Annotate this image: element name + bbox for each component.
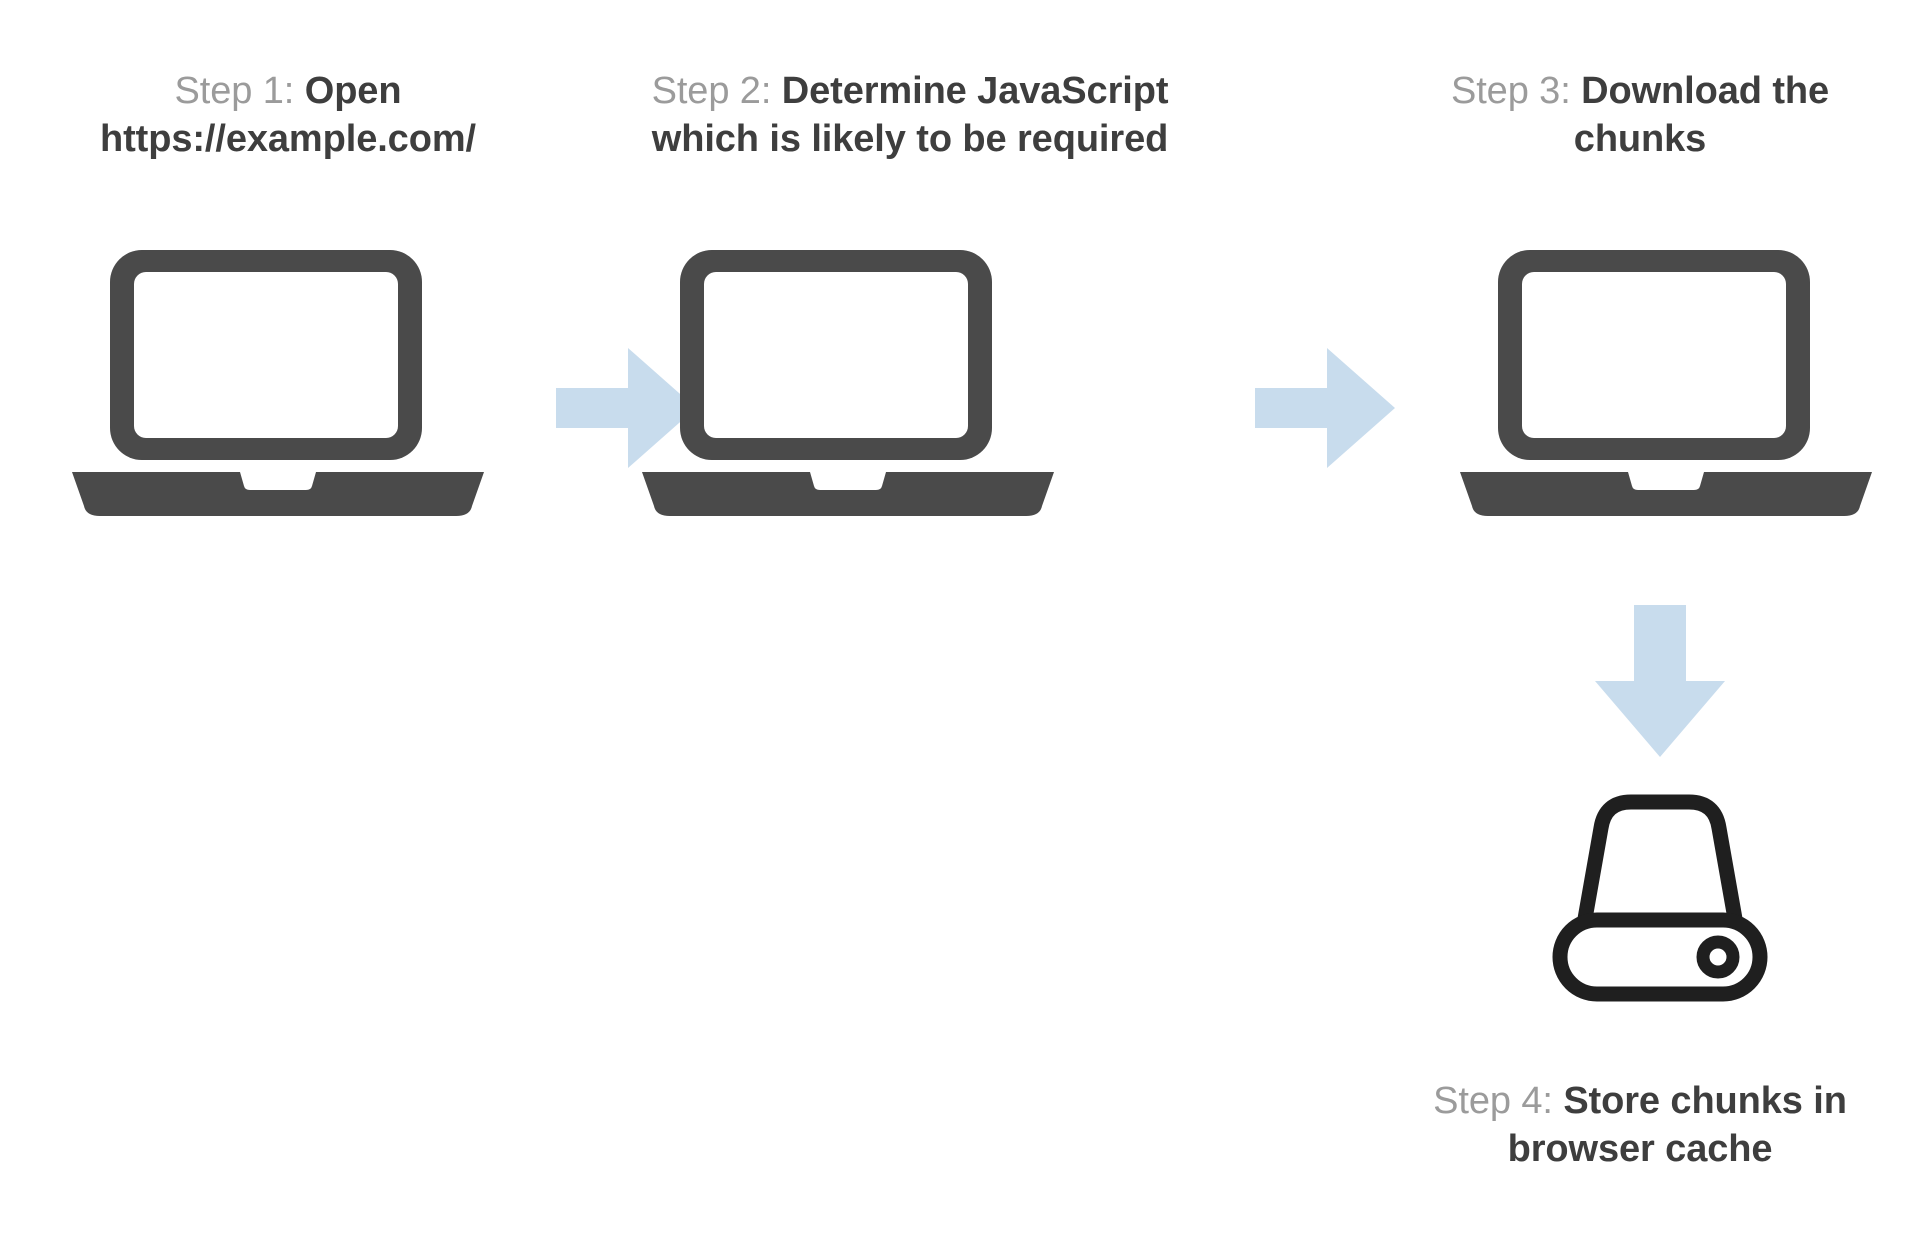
- step-4-caption: Step 4: Store chunks in browser cache: [1380, 1078, 1900, 1174]
- arrow-down-step3-to-step4: [1595, 605, 1725, 757]
- step-3-lead-label: Step 3:: [1450, 70, 1582, 112]
- step-2-caption: Step 2: Determine JavaScript which is li…: [630, 68, 1190, 164]
- laptop-icon-step-3: [1456, 250, 1876, 570]
- step-1-caption: Step 1: Open https://example.com/: [28, 68, 548, 164]
- arrow-right-step1-to-step2: [556, 348, 696, 468]
- step-1-lead-label: Step 1:: [174, 70, 305, 112]
- laptop-icon-step-2: [638, 250, 1058, 570]
- step-3-emphasis-label: Download the chunks: [1573, 70, 1830, 160]
- step-4-emphasis-label: Store chunks in browser cache: [1507, 1080, 1847, 1170]
- step-1-emphasis-label: Open https://example.com/: [100, 70, 476, 160]
- step-2-emphasis-label: Determine JavaScript which is likely to …: [651, 70, 1169, 160]
- step-3-caption: Step 3: Download the chunks: [1380, 68, 1900, 164]
- arrow-right-step2-to-step3: [1255, 348, 1395, 468]
- step-4-lead-label: Step 4:: [1433, 1080, 1564, 1122]
- step-2-lead-label: Step 2:: [651, 70, 782, 112]
- laptop-icon-step-1: [68, 250, 488, 570]
- disk-drive-icon-step-4: [1545, 790, 1775, 1005]
